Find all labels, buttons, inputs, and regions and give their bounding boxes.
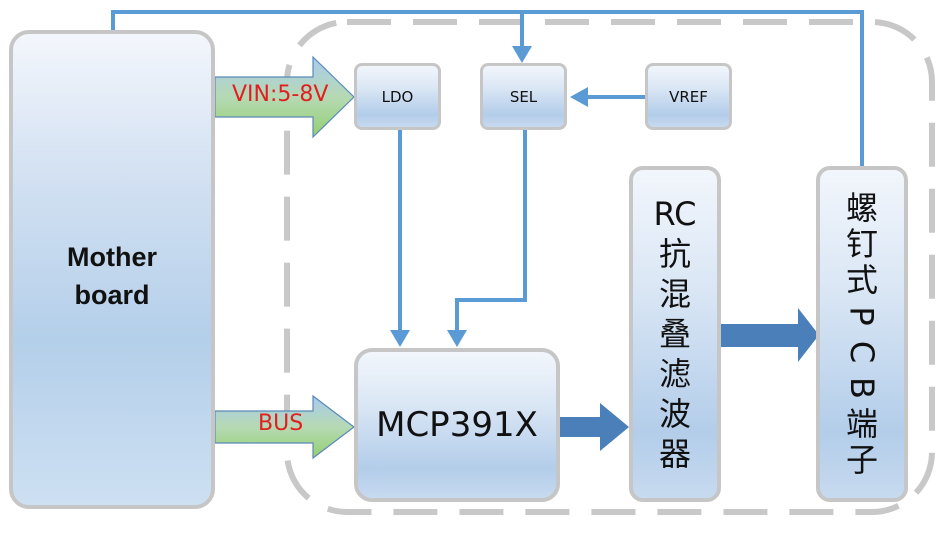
arrowhead-into-sel — [512, 46, 532, 63]
filter-label: RC 抗 混 叠 滤 波 器 — [654, 194, 697, 474]
bus-arrow — [214, 394, 355, 460]
arrow-filter-to-terminal — [721, 308, 819, 362]
vref-label: VREF — [669, 87, 708, 106]
terminal-label-char: B — [842, 377, 881, 399]
terminal-label-char: 钉 — [845, 225, 878, 263]
motherboard-block: Mother board — [9, 30, 215, 509]
vin-arrow — [214, 55, 355, 139]
arrowhead-into-sel-side — [570, 87, 588, 107]
sel-label: SEL — [509, 87, 538, 106]
filter-label-char: 器 — [658, 435, 691, 473]
rc-antialias-filter-block: RC 抗 混 叠 滤 波 器 — [629, 166, 721, 502]
terminal-label-char: 端 — [845, 405, 878, 443]
adc-mcp391x-block: MCP391X — [354, 348, 560, 502]
motherboard-label-line2: board — [74, 280, 150, 310]
board-boundary-dashed — [284, 19, 935, 515]
bus-arrow-label: BUS — [258, 411, 304, 436]
terminal-label-char: P — [842, 306, 881, 326]
connector-mobo-top-line — [111, 10, 864, 166]
connector-sel-to-mcp — [455, 130, 527, 333]
terminal-label: 螺 钉 式 P C B 端 子 — [842, 189, 881, 479]
sel-block: SEL — [480, 63, 567, 130]
terminal-label-char: 螺 — [845, 189, 878, 227]
motherboard-label-line1: Mother — [67, 242, 157, 272]
terminal-label-char: C — [842, 340, 881, 364]
filter-label-char: 混 — [658, 275, 691, 313]
vref-block: VREF — [645, 63, 732, 130]
filter-label-char: 波 — [658, 395, 691, 433]
vin-arrow-label: VIN:5-8V — [232, 82, 329, 107]
adc-label: MCP391X — [376, 405, 538, 445]
filter-label-char: RC — [653, 195, 697, 233]
arrow-mcp-to-filter — [560, 403, 629, 451]
screw-terminal-block: 螺 钉 式 P C B 端 子 — [816, 166, 908, 502]
filter-label-char: 抗 — [658, 235, 691, 273]
ldo-label: LDO — [381, 87, 414, 106]
filter-label-char: 叠 — [658, 315, 691, 353]
terminal-label-char: 式 — [845, 261, 878, 299]
ldo-block: LDO — [354, 63, 441, 130]
arrowhead-sel-into-mcp — [447, 330, 467, 347]
terminal-label-char: 子 — [845, 441, 878, 479]
arrowhead-ldo-into-mcp — [390, 330, 410, 347]
filter-label-char: 滤 — [658, 355, 691, 393]
